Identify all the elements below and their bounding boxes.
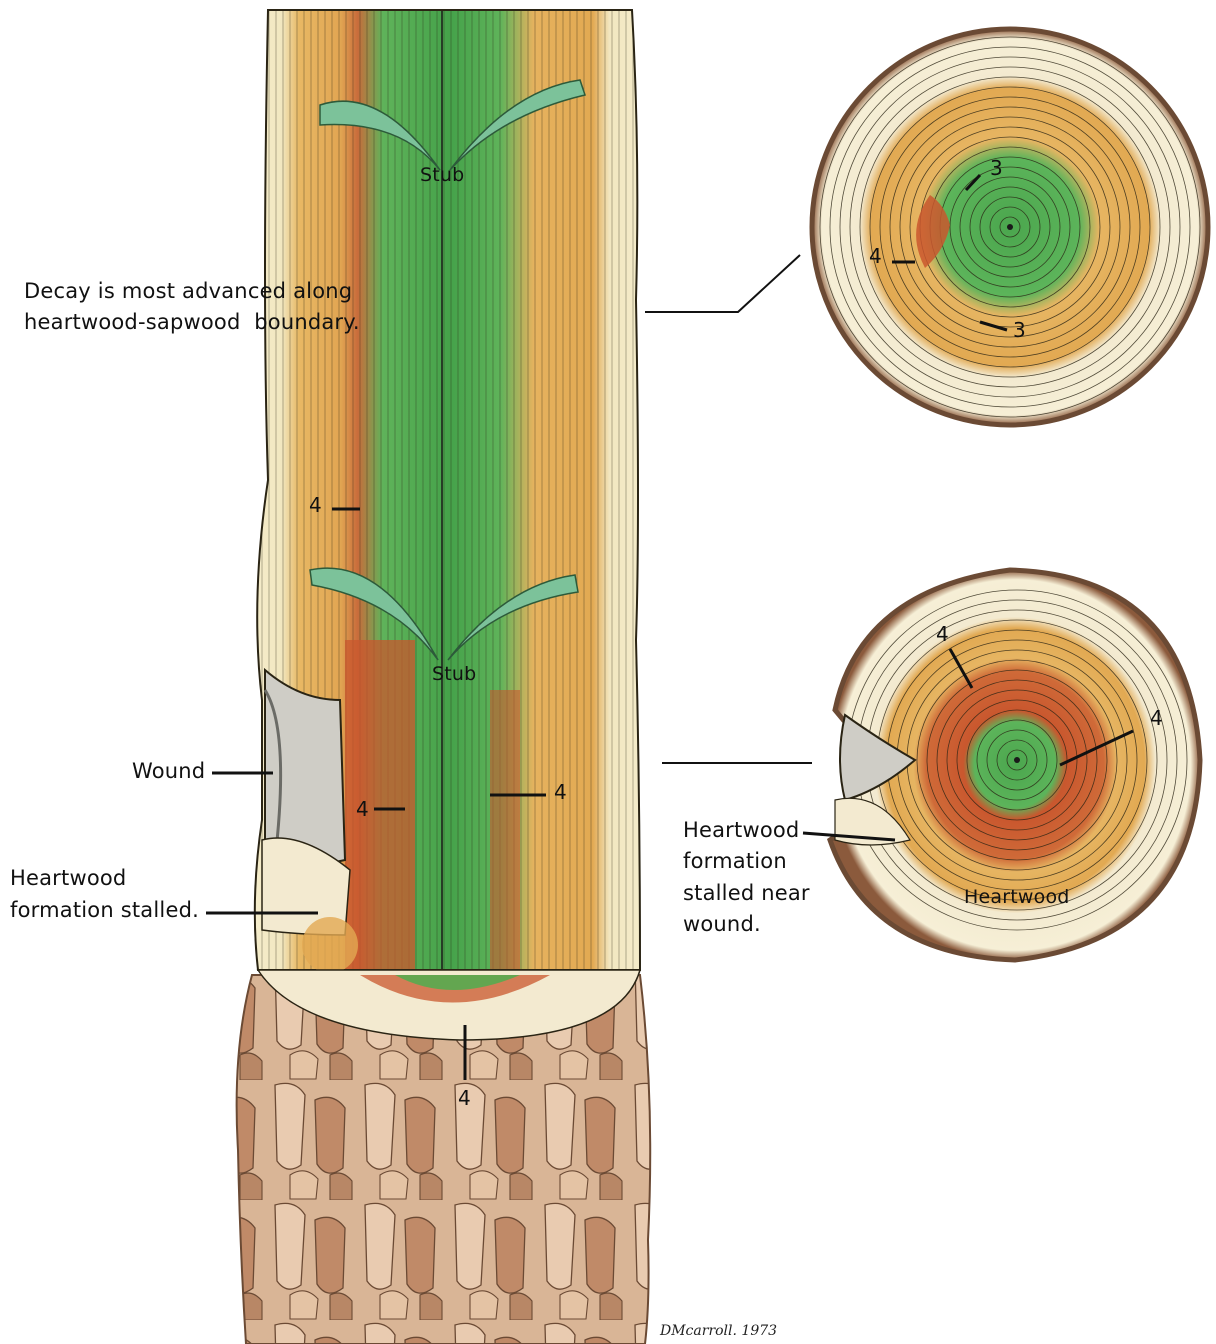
near-wound-caption-line1: Heartwood (683, 815, 799, 846)
stalled-caption-line2: formation stalled. (10, 895, 199, 926)
decay-caption-line1: Decay is most advanced along (24, 276, 352, 307)
trunk-number-4-right: 4 (554, 780, 567, 804)
near-wound-caption-line3: stalled near (683, 878, 810, 909)
stub-label-bottom: Stub (432, 659, 476, 690)
near-wound-caption-line4: wound. (683, 909, 761, 940)
decay-caption-line2: heartwood-sapwood boundary. (24, 307, 360, 338)
wound-label: Wound (132, 756, 205, 787)
trunk-number-4-upper: 4 (309, 493, 322, 517)
heartwood-label: Heartwood (964, 882, 1070, 913)
disc-bottom-number-4a: 4 (936, 622, 949, 646)
stub-label-top: Stub (420, 160, 464, 191)
stalled-caption-line1: Heartwood (10, 863, 126, 894)
disc-top-number-3b: 3 (1013, 318, 1026, 342)
disc-bottom-number-4b: 4 (1150, 706, 1163, 730)
cross-section-top (812, 29, 1208, 425)
artist-signature: DMcarroll. 1973 (660, 1323, 777, 1339)
trunk-number-4-left: 4 (356, 797, 369, 821)
trunk-number-4-bottom: 4 (458, 1086, 471, 1110)
disc-top-number-4: 4 (869, 244, 882, 268)
near-wound-caption-line2: formation (683, 846, 787, 877)
disc-top-number-3a: 3 (990, 156, 1003, 180)
leader-top-disc (645, 255, 800, 312)
